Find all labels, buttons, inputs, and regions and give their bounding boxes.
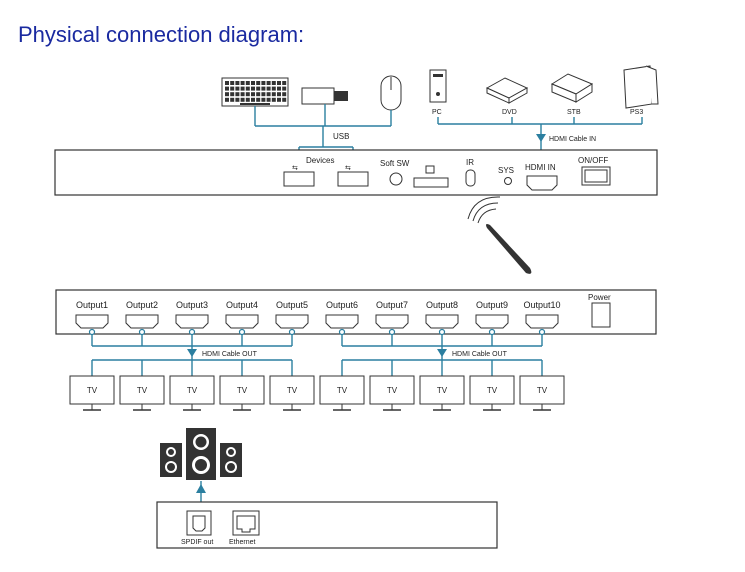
devices-label: Devices bbox=[306, 156, 334, 165]
tv-icon: TV bbox=[469, 375, 515, 411]
tv-label: TV bbox=[487, 386, 498, 395]
port-connector bbox=[238, 328, 246, 336]
output-label: Output9 bbox=[476, 300, 508, 310]
tv-icon: TV bbox=[319, 375, 365, 411]
hdmi-out-port bbox=[175, 314, 209, 329]
output-label: Output6 bbox=[326, 300, 358, 310]
power-label: Power bbox=[588, 293, 611, 302]
tv-icon: TV bbox=[69, 375, 115, 411]
tv-icon: TV bbox=[519, 375, 565, 411]
spdif-arrow bbox=[196, 484, 206, 493]
hdmi-out-port bbox=[325, 314, 359, 329]
hdmi-cable-in-label: HDMI Cable IN bbox=[549, 136, 596, 143]
tv-icon: TV bbox=[119, 375, 165, 411]
keyboard-icon bbox=[221, 77, 289, 107]
audio-ethernet-panel bbox=[156, 501, 498, 549]
hdmi-out-port bbox=[525, 314, 559, 329]
sys-label: SYS bbox=[498, 166, 514, 175]
hdmi-out-port bbox=[375, 314, 409, 329]
tv-label: TV bbox=[87, 386, 98, 395]
output-label: Output3 bbox=[176, 300, 208, 310]
game-console-icon bbox=[623, 65, 659, 109]
port-connector bbox=[138, 328, 146, 336]
port-connector bbox=[438, 328, 446, 336]
tv-icon: TV bbox=[269, 375, 315, 411]
svg-text:⇆: ⇆ bbox=[292, 165, 298, 172]
port-connector bbox=[338, 328, 346, 336]
output-label: Output4 bbox=[226, 300, 258, 310]
source-label-dvd: DVD bbox=[502, 109, 517, 116]
diagram-title: Physical connection diagram: bbox=[18, 22, 305, 47]
power-socket bbox=[591, 302, 611, 328]
source-label-stb: STB bbox=[567, 109, 581, 116]
pc-icon bbox=[429, 69, 447, 103]
output-label: Output1 bbox=[76, 300, 108, 310]
usb-label: USB bbox=[333, 132, 349, 141]
tv-label: TV bbox=[337, 386, 348, 395]
hdmi-cable-out-label-left: HDMI Cable OUT bbox=[202, 351, 258, 358]
soft-switch-button bbox=[389, 172, 403, 186]
tv-icon: TV bbox=[219, 375, 265, 411]
hdmi-out-port bbox=[225, 314, 259, 329]
tv-label: TV bbox=[137, 386, 148, 395]
spdif-port bbox=[186, 510, 212, 536]
hdmi-out-port bbox=[475, 314, 509, 329]
port-connector bbox=[488, 328, 496, 336]
hdmi-cable-out-label-right: HDMI Cable OUT bbox=[452, 351, 508, 358]
output-label: Output8 bbox=[426, 300, 458, 310]
tv-icon: TV bbox=[369, 375, 415, 411]
ethernet-label: Ethernet bbox=[229, 539, 256, 546]
ir-port bbox=[465, 169, 476, 187]
speaker-system-icon bbox=[160, 428, 242, 480]
tv-label: TV bbox=[187, 386, 198, 395]
tv-label: TV bbox=[287, 386, 298, 395]
hdmi-out-port bbox=[75, 314, 109, 329]
ir-label: IR bbox=[466, 158, 474, 167]
source-label-ps3: PS3 bbox=[630, 109, 643, 116]
ir-receiver-icon bbox=[425, 165, 435, 174]
tv-label: TV bbox=[387, 386, 398, 395]
port-connector bbox=[188, 328, 196, 336]
spdif-out-label: SPDIF out bbox=[181, 539, 213, 546]
hdmi-out-port bbox=[125, 314, 159, 329]
usb-port-2: ⇆ bbox=[337, 165, 369, 187]
hdmi-out-port bbox=[425, 314, 459, 329]
tv-label: TV bbox=[437, 386, 448, 395]
on-off-label: ON/OFF bbox=[578, 156, 608, 165]
svg-text:⇆: ⇆ bbox=[345, 165, 351, 172]
power-switch bbox=[581, 166, 611, 186]
port-connector bbox=[88, 328, 96, 336]
output-label: Output7 bbox=[376, 300, 408, 310]
output-panel bbox=[55, 289, 657, 335]
tv-label: TV bbox=[237, 386, 248, 395]
port-connector bbox=[538, 328, 546, 336]
set-top-box-icon bbox=[550, 73, 594, 103]
remote-control-icon bbox=[467, 196, 532, 274]
output-label: Output2 bbox=[126, 300, 158, 310]
port-connector bbox=[388, 328, 396, 336]
hdmi-in-label: HDMI IN bbox=[525, 163, 556, 172]
output-label: Output5 bbox=[276, 300, 308, 310]
tv-label: TV bbox=[537, 386, 548, 395]
sys-led bbox=[504, 177, 512, 185]
output-label: Output10 bbox=[523, 300, 560, 310]
tv-icon: TV bbox=[419, 375, 465, 411]
hdmi-out-port bbox=[275, 314, 309, 329]
ethernet-port bbox=[232, 510, 260, 536]
mouse-icon bbox=[380, 75, 402, 111]
display-window bbox=[413, 177, 449, 188]
dvd-player-icon bbox=[485, 77, 529, 104]
soft-sw-label: Soft SW bbox=[380, 159, 410, 168]
tv-icon: TV bbox=[169, 375, 215, 411]
usb-port-1: ⇆ bbox=[283, 165, 315, 187]
hdmi-output-wiring bbox=[91, 334, 543, 376]
port-connector bbox=[288, 328, 296, 336]
source-label-pc: PC bbox=[432, 109, 442, 116]
hdmi-in-port bbox=[526, 175, 558, 191]
usb-drive-icon bbox=[301, 87, 348, 105]
